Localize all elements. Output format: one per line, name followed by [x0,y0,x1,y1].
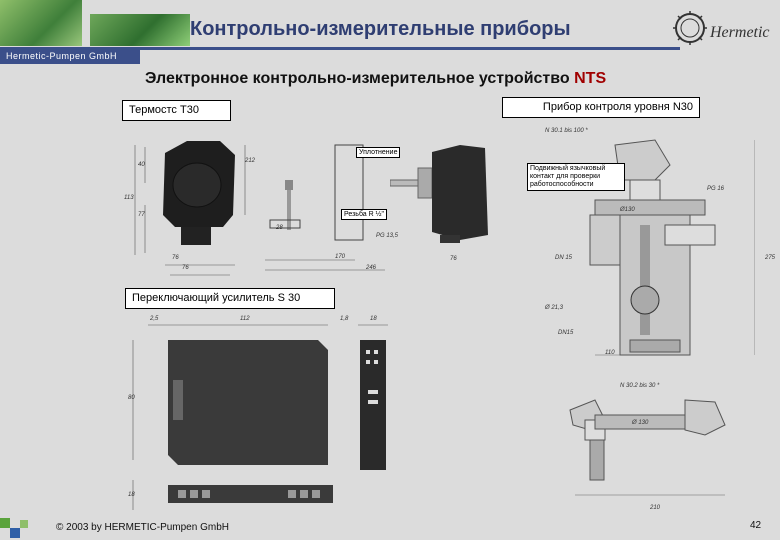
amplifier-drawing [132,324,388,510]
leaf-image-left [0,0,82,46]
leaf-image-strip [90,14,190,46]
dim-18: 18 [370,316,377,322]
dim-d213: Ø 21,3 [545,305,564,311]
dim-2-5: 2,5 [150,316,159,322]
logo-text: Hermetic [710,24,770,41]
dim-76-a: 76 [172,255,179,261]
dim-dn15b: DN15 [558,330,574,336]
dim-pg135: PG 13,5 [376,233,399,239]
footer-square-blue [10,528,20,538]
page-number: 42 [750,520,762,531]
footer-square-light [20,520,28,528]
dim-1-8: 1,8 [340,316,349,322]
dim-113: 113 [124,195,134,201]
thermostat-drawing [134,141,385,276]
dim-pg16: PG 16 [707,186,725,192]
section-thermostat: Термостс Т30 [122,100,231,121]
dim-246: 246 [366,265,377,271]
dim-d130b: Ø 130 [632,420,649,426]
header-divider [0,47,680,50]
label-thread: Резьба R ½" [341,209,387,220]
brand-bar [0,50,140,64]
hermetic-logo-icon [673,11,707,45]
label-seal: Уплотнение [356,147,401,158]
dim-76-c: 76 [450,256,457,262]
dim-d130: Ø130 [620,207,635,213]
subtitle: Электронное контрольно-измерительное уст… [145,70,606,88]
dim-170: 170 [335,254,346,260]
dim-110: 110 [605,350,615,356]
dim-275: 275 [765,255,776,261]
dim-n30-2: N 30.2 bis 30 * [620,383,660,389]
section-amplifier: Переключающий усилитель S 30 [125,288,335,309]
dim-212: 212 [245,158,256,164]
footer-copyright: © 2003 by HERMETIC-Pumpen GmbH [56,522,229,533]
dim-n30-1: N 30.1 bis 100 * [545,128,588,134]
footer-square-green [0,518,10,528]
dim-40: 40 [138,162,145,168]
section-level-device: Прибор контроля уровня N30 [502,97,700,118]
page-title: Контрольно-измерительные приборы [190,18,571,40]
brand-label: Hermetic-Pumpen GmbH [6,51,118,61]
level-device-horizontal-drawing [569,399,726,496]
dim-28: 28 [276,225,283,231]
probe-drawing [390,145,488,243]
dim-210: 210 [650,505,661,511]
subtitle-accent: NTS [574,70,607,87]
subtitle-main: Электронное контрольно-измерительное уст… [145,70,575,87]
dim-dn15: DN 15 [555,255,573,261]
dim-112: 112 [240,316,250,322]
dim-18-b: 18 [128,492,135,498]
dim-80: 80 [128,395,135,401]
dim-77: 77 [138,212,145,218]
label-contact: Подвижный язычковый контакт для проверки… [527,163,625,191]
level-device-drawing [589,139,755,356]
dim-76-b: 76 [182,265,189,271]
